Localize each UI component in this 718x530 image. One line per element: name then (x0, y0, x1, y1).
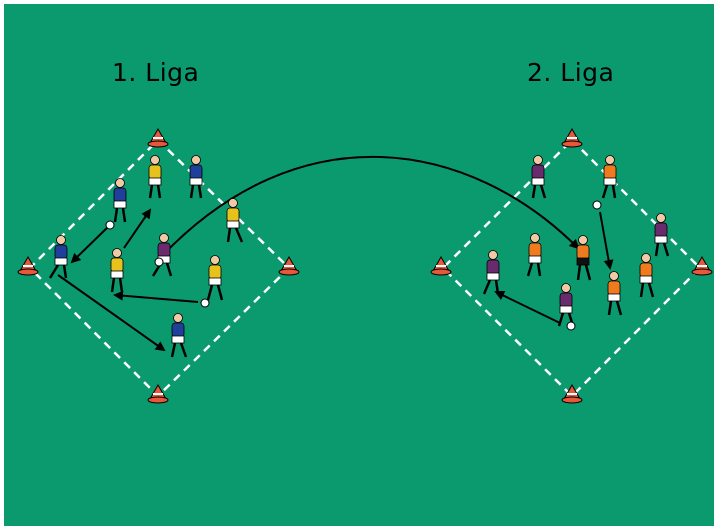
player-yellow (110, 248, 124, 293)
player-blue (189, 155, 203, 199)
cone-marker (561, 128, 583, 148)
players (48, 155, 670, 358)
player-orange (639, 253, 655, 298)
player-blue (113, 178, 127, 223)
player-purple (557, 283, 575, 327)
player-blue (48, 235, 68, 279)
right-area-title: 2. Liga (527, 58, 615, 87)
right-diamond-area (441, 138, 702, 398)
cone-marker (430, 256, 452, 276)
player-yellow (226, 198, 244, 243)
player-purple (531, 155, 547, 199)
ball (154, 257, 164, 267)
ball (592, 200, 602, 210)
player-blue (170, 313, 188, 358)
ball (105, 220, 115, 230)
player-neutral (576, 235, 592, 281)
pass-arrows-right (494, 211, 614, 324)
player-purple (482, 250, 500, 295)
player-orange (526, 233, 542, 277)
cone-marker (147, 128, 169, 148)
player-yellow (148, 155, 162, 199)
player-orange (601, 155, 617, 199)
ball (566, 321, 576, 331)
ball (200, 298, 210, 308)
player-orange (607, 271, 623, 316)
player-purple (654, 213, 670, 257)
transfer-arrow (159, 156, 580, 259)
cone-marker (17, 256, 39, 276)
left-area-title: 1. Liga (112, 58, 200, 87)
player-yellow (206, 255, 224, 301)
balls (105, 200, 602, 331)
player-purple (151, 233, 173, 277)
cone-marker (691, 256, 713, 276)
pass-arrows-left (57, 208, 199, 352)
